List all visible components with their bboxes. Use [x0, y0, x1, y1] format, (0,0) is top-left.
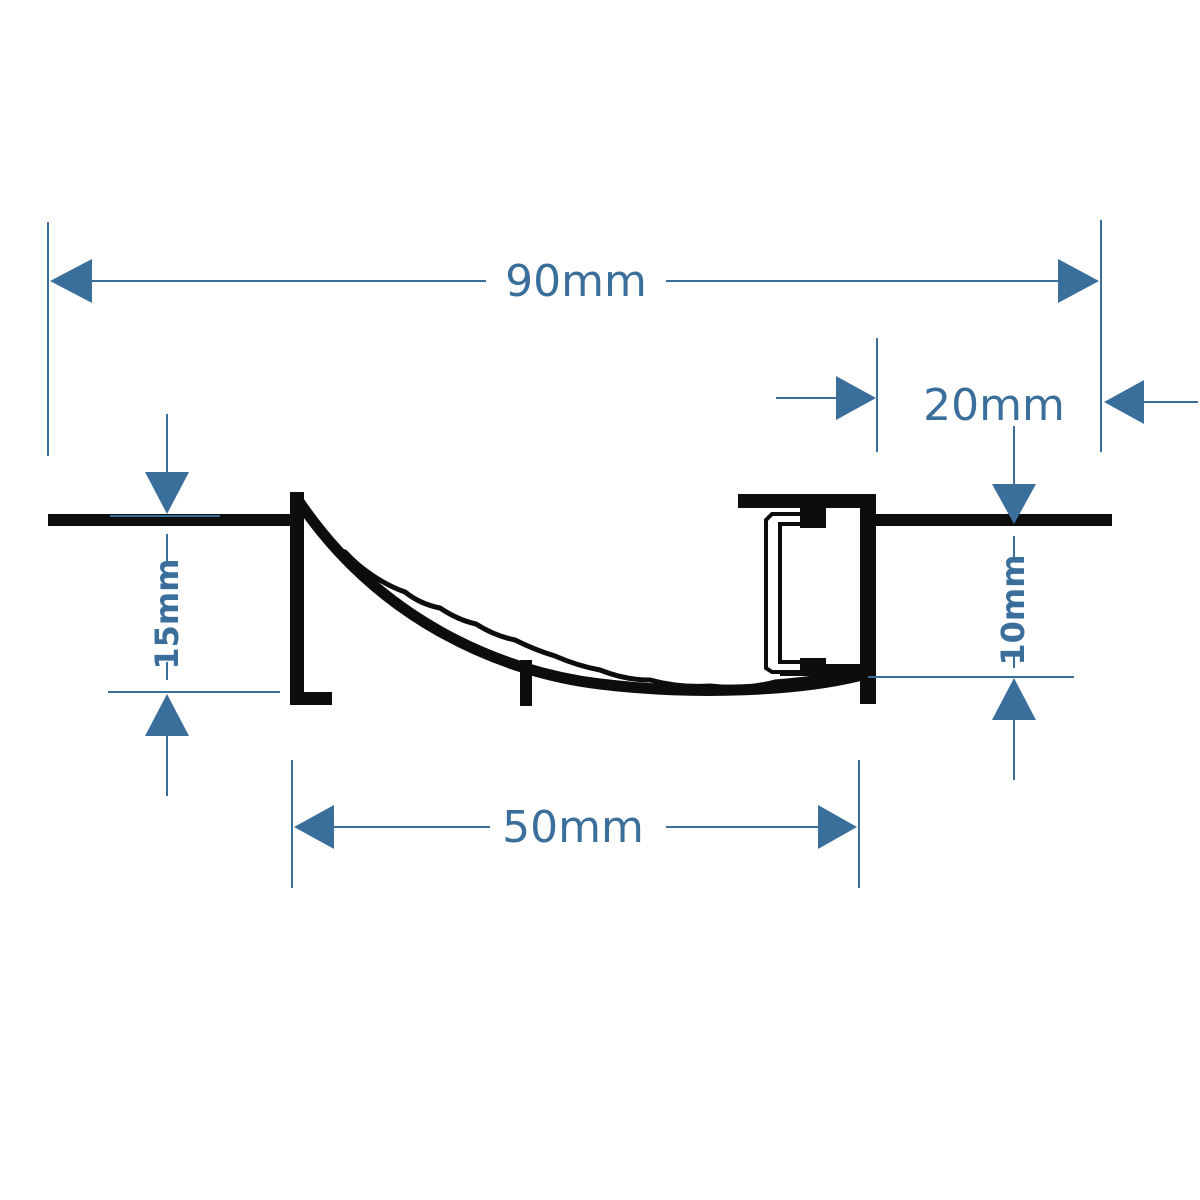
- curved-reflector: [294, 497, 864, 696]
- profile-cross-section: [48, 492, 1112, 706]
- curved-reflector-texture: [317, 526, 831, 690]
- dimension-side-width: 20mm: [776, 338, 1198, 452]
- left-wall: [290, 492, 304, 704]
- led-channel-bottom-clip: [800, 658, 826, 676]
- arrowhead-50-right-icon: [818, 805, 857, 849]
- dimension-left-depth: 15mm: [108, 414, 280, 796]
- arrowhead-right-icon: [1058, 259, 1099, 303]
- dimension-label-right-depth: 10mm: [994, 554, 1032, 665]
- arrowhead-15-down-icon: [145, 472, 189, 514]
- dimension-label-overall-width: 90mm: [505, 256, 647, 307]
- right-box-wall: [860, 494, 876, 704]
- dimension-overall-width: 90mm: [47, 220, 1102, 456]
- arrowhead-50-left-icon: [294, 805, 334, 849]
- arrowhead-left-icon: [50, 259, 92, 303]
- dimension-label-channel-width: 50mm: [502, 802, 644, 853]
- arrowhead-20-left-icon: [836, 376, 876, 420]
- dimension-channel-width: 50mm: [291, 760, 860, 888]
- dimension-label-side-width: 20mm: [923, 380, 1065, 431]
- center-fin: [520, 660, 532, 706]
- dimension-right-depth: 10mm: [868, 426, 1074, 780]
- left-foot: [290, 692, 332, 705]
- right-box-top: [738, 494, 874, 508]
- led-channel: [764, 512, 824, 674]
- right-flange: [870, 514, 1112, 526]
- dimension-label-left-depth: 15mm: [148, 558, 186, 669]
- arrowhead-10-up-icon: [992, 678, 1036, 720]
- arrowhead-10-down-icon: [992, 484, 1036, 524]
- arrowhead-20-right-icon: [1104, 380, 1144, 424]
- arrowhead-15-up-icon: [145, 694, 189, 736]
- led-channel-top-clip: [800, 508, 826, 528]
